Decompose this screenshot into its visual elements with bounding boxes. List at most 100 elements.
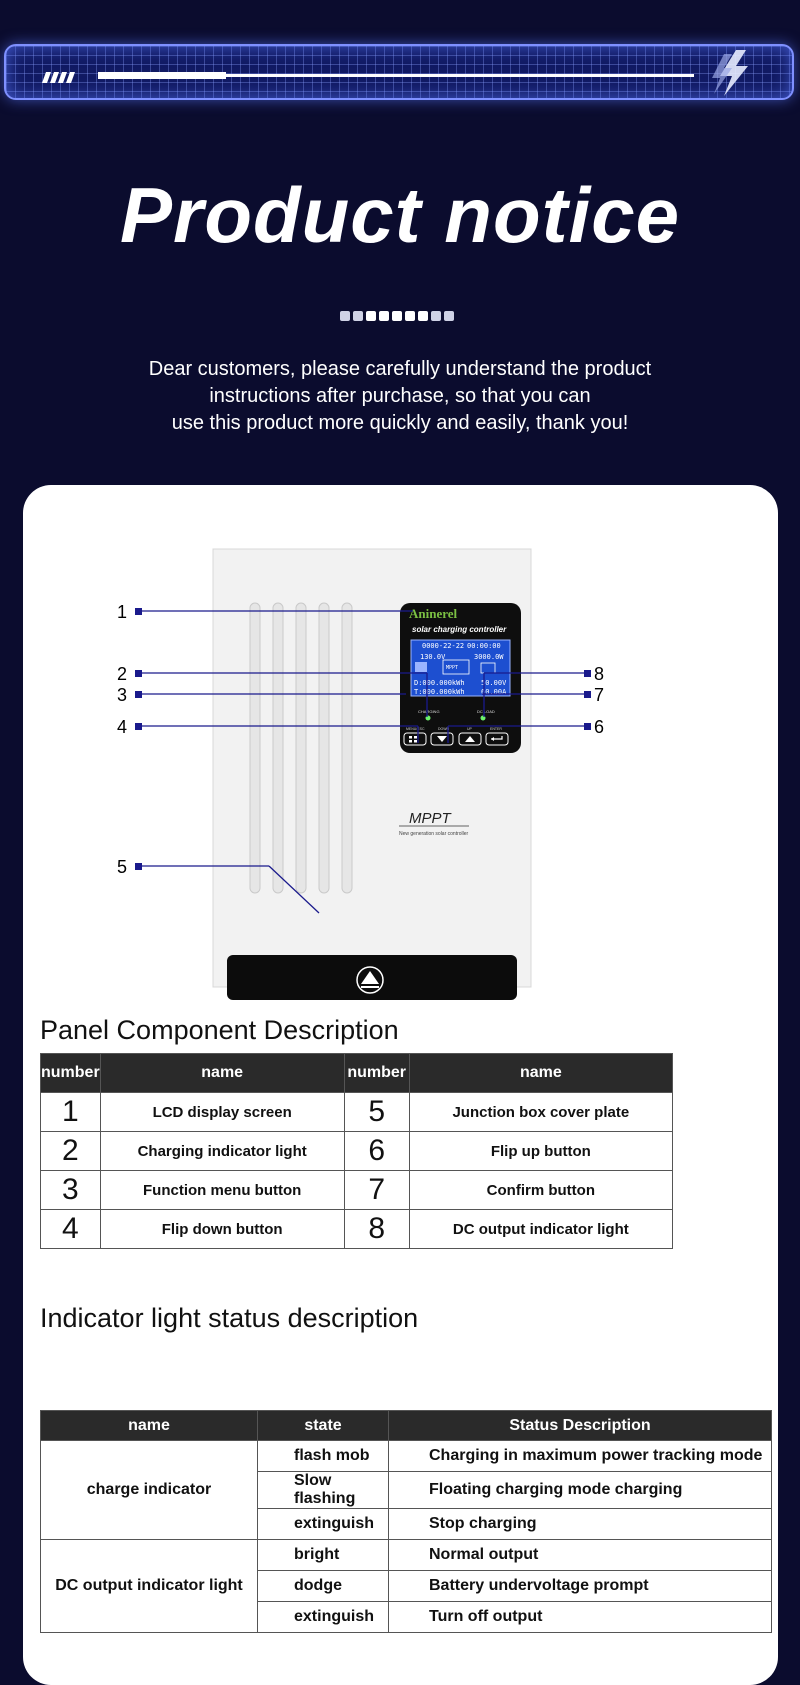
cell-state: dodge bbox=[257, 1570, 389, 1602]
callout-marker bbox=[584, 670, 591, 677]
cell-name: Confirm button bbox=[408, 1170, 674, 1210]
cell-name: DC output indicator light bbox=[408, 1209, 674, 1249]
cell-description: Battery undervoltage prompt bbox=[388, 1570, 772, 1602]
header-decor-bar bbox=[4, 44, 794, 100]
cell-indicator-name: charge indicator bbox=[40, 1440, 258, 1540]
vent-slots bbox=[249, 602, 353, 894]
dash-marks bbox=[41, 70, 76, 88]
intro-text: Dear customers, please carefully underst… bbox=[100, 356, 700, 437]
table-row: 1 LCD display screen 5 Junction box cove… bbox=[40, 1092, 674, 1132]
col-number: number bbox=[343, 1053, 410, 1093]
cell-number: 2 bbox=[40, 1131, 101, 1171]
model-name: MPPT bbox=[409, 810, 453, 827]
table-row: 4 Flip down button 8 DC output indicator… bbox=[40, 1209, 674, 1249]
cell-name: LCD display screen bbox=[99, 1092, 345, 1132]
cell-state: extinguish bbox=[257, 1508, 389, 1540]
content-card: Aninerel solar charging controller 0000-… bbox=[23, 485, 778, 1685]
panel-section-title: Panel Component Description bbox=[40, 1015, 399, 1045]
model-subtitle: New generation solar controller bbox=[399, 831, 469, 837]
cell-number: 3 bbox=[40, 1170, 101, 1210]
divider-dots bbox=[340, 308, 457, 321]
cell-description: Charging in maximum power tracking mode bbox=[388, 1440, 772, 1472]
table-row: extinguish Stop charging bbox=[41, 1508, 772, 1540]
callout-2: 2 bbox=[117, 664, 127, 684]
col-number: number bbox=[40, 1053, 101, 1093]
col-name: name bbox=[99, 1053, 345, 1093]
callout-4: 4 bbox=[117, 717, 127, 737]
lcd-pv-voltage: 130.0V bbox=[420, 653, 446, 661]
table-row: dodge Battery undervoltage prompt bbox=[41, 1570, 772, 1602]
cell-number: 4 bbox=[40, 1209, 101, 1249]
lcd-current: 60.00A bbox=[481, 688, 507, 696]
lcd-date: 0000-22-22 bbox=[422, 642, 464, 650]
charging-indicator-light bbox=[425, 715, 431, 721]
cell-state: extinguish bbox=[257, 1601, 389, 1633]
lightning-icon bbox=[712, 50, 748, 96]
table-row: charge indicator flash mob Charging in m… bbox=[40, 1440, 772, 1540]
cell-number: 6 bbox=[343, 1131, 410, 1171]
col-name: name bbox=[408, 1053, 674, 1093]
table-row: 2 Charging indicator light 6 Flip up but… bbox=[40, 1131, 674, 1171]
controller-diagram: Aninerel solar charging controller 0000-… bbox=[117, 548, 604, 1000]
lcd-power: 3000.0W bbox=[474, 653, 504, 661]
menu-button bbox=[403, 732, 427, 746]
callout-1: 1 bbox=[117, 602, 127, 622]
lcd-mppt-box bbox=[442, 659, 470, 675]
cell-name: Function menu button bbox=[99, 1170, 345, 1210]
lcd-mode: MPPT bbox=[446, 665, 458, 671]
lcd-time: 00:00:00 bbox=[467, 642, 501, 650]
table-header-row: name state Status Description bbox=[40, 1410, 772, 1441]
lcd-total-energy: T:000.000kWh bbox=[414, 688, 465, 696]
cell-name: Charging indicator light bbox=[99, 1131, 345, 1171]
table-row: DC output indicator light bright Normal … bbox=[40, 1539, 772, 1633]
intro-line: instructions after purchase, so that you… bbox=[209, 385, 591, 407]
enter-label: ENTER bbox=[490, 727, 502, 731]
menu-label: MENU/ESC bbox=[406, 727, 425, 731]
callout-5: 5 bbox=[117, 857, 127, 877]
callout-marker bbox=[135, 608, 142, 615]
table-row: 3 Function menu button 7 Confirm button bbox=[40, 1170, 674, 1210]
table-row: Slow flashing Floating charging mode cha… bbox=[41, 1471, 772, 1509]
indicator-section-title: Indicator light status description bbox=[40, 1303, 419, 1333]
callout-3: 3 bbox=[117, 685, 127, 705]
cell-state: bright bbox=[257, 1539, 389, 1571]
intro-line: Dear customers, please carefully underst… bbox=[148, 358, 652, 380]
intro-line: use this product more quickly and easily… bbox=[171, 412, 629, 434]
brand-logo: Aninerel bbox=[409, 606, 458, 621]
cell-state: flash mob bbox=[257, 1440, 389, 1472]
indicator-status-table: name state Status Description charge ind… bbox=[40, 1410, 772, 1633]
cell-name: Junction box cover plate bbox=[408, 1092, 674, 1132]
cell-indicator-name: DC output indicator light bbox=[40, 1539, 258, 1633]
progress-line bbox=[98, 74, 694, 77]
page-title: Product notice bbox=[119, 171, 681, 259]
down-label: DOWN bbox=[438, 727, 450, 731]
cell-description: Stop charging bbox=[388, 1508, 772, 1540]
cell-number: 7 bbox=[343, 1170, 410, 1210]
lcd-day-energy: D:000.000kWh bbox=[414, 679, 465, 687]
table-header-row: number name number name bbox=[40, 1053, 674, 1093]
dcload-indicator-label: DC LOAD bbox=[477, 709, 495, 714]
lcd-battery-voltage: 50.00V bbox=[481, 679, 507, 687]
callout-8: 8 bbox=[594, 664, 604, 684]
col-state: state bbox=[257, 1410, 389, 1441]
callout-marker bbox=[135, 691, 142, 698]
cell-description: Normal output bbox=[388, 1539, 772, 1571]
callout-marker bbox=[135, 723, 142, 730]
col-description: Status Description bbox=[388, 1410, 772, 1441]
cell-description: Turn off output bbox=[388, 1601, 772, 1633]
callout-marker bbox=[584, 723, 591, 730]
callout-marker bbox=[584, 691, 591, 698]
charging-indicator-label: CHARGING bbox=[418, 709, 440, 714]
callout-marker bbox=[135, 670, 142, 677]
solar-panel-icon bbox=[415, 662, 427, 672]
progress-line-thick bbox=[98, 72, 226, 79]
cell-number: 5 bbox=[343, 1092, 410, 1132]
dc-output-indicator-light bbox=[480, 715, 486, 721]
callout-6: 6 bbox=[594, 717, 604, 737]
table-row: extinguish Turn off output bbox=[41, 1601, 772, 1633]
panel-component-table: number name number name 1 LCD display sc… bbox=[40, 1053, 674, 1249]
callout-marker bbox=[135, 863, 142, 870]
button-row bbox=[403, 732, 509, 746]
up-label: UP bbox=[467, 727, 473, 731]
cell-name: Flip up button bbox=[408, 1131, 674, 1171]
